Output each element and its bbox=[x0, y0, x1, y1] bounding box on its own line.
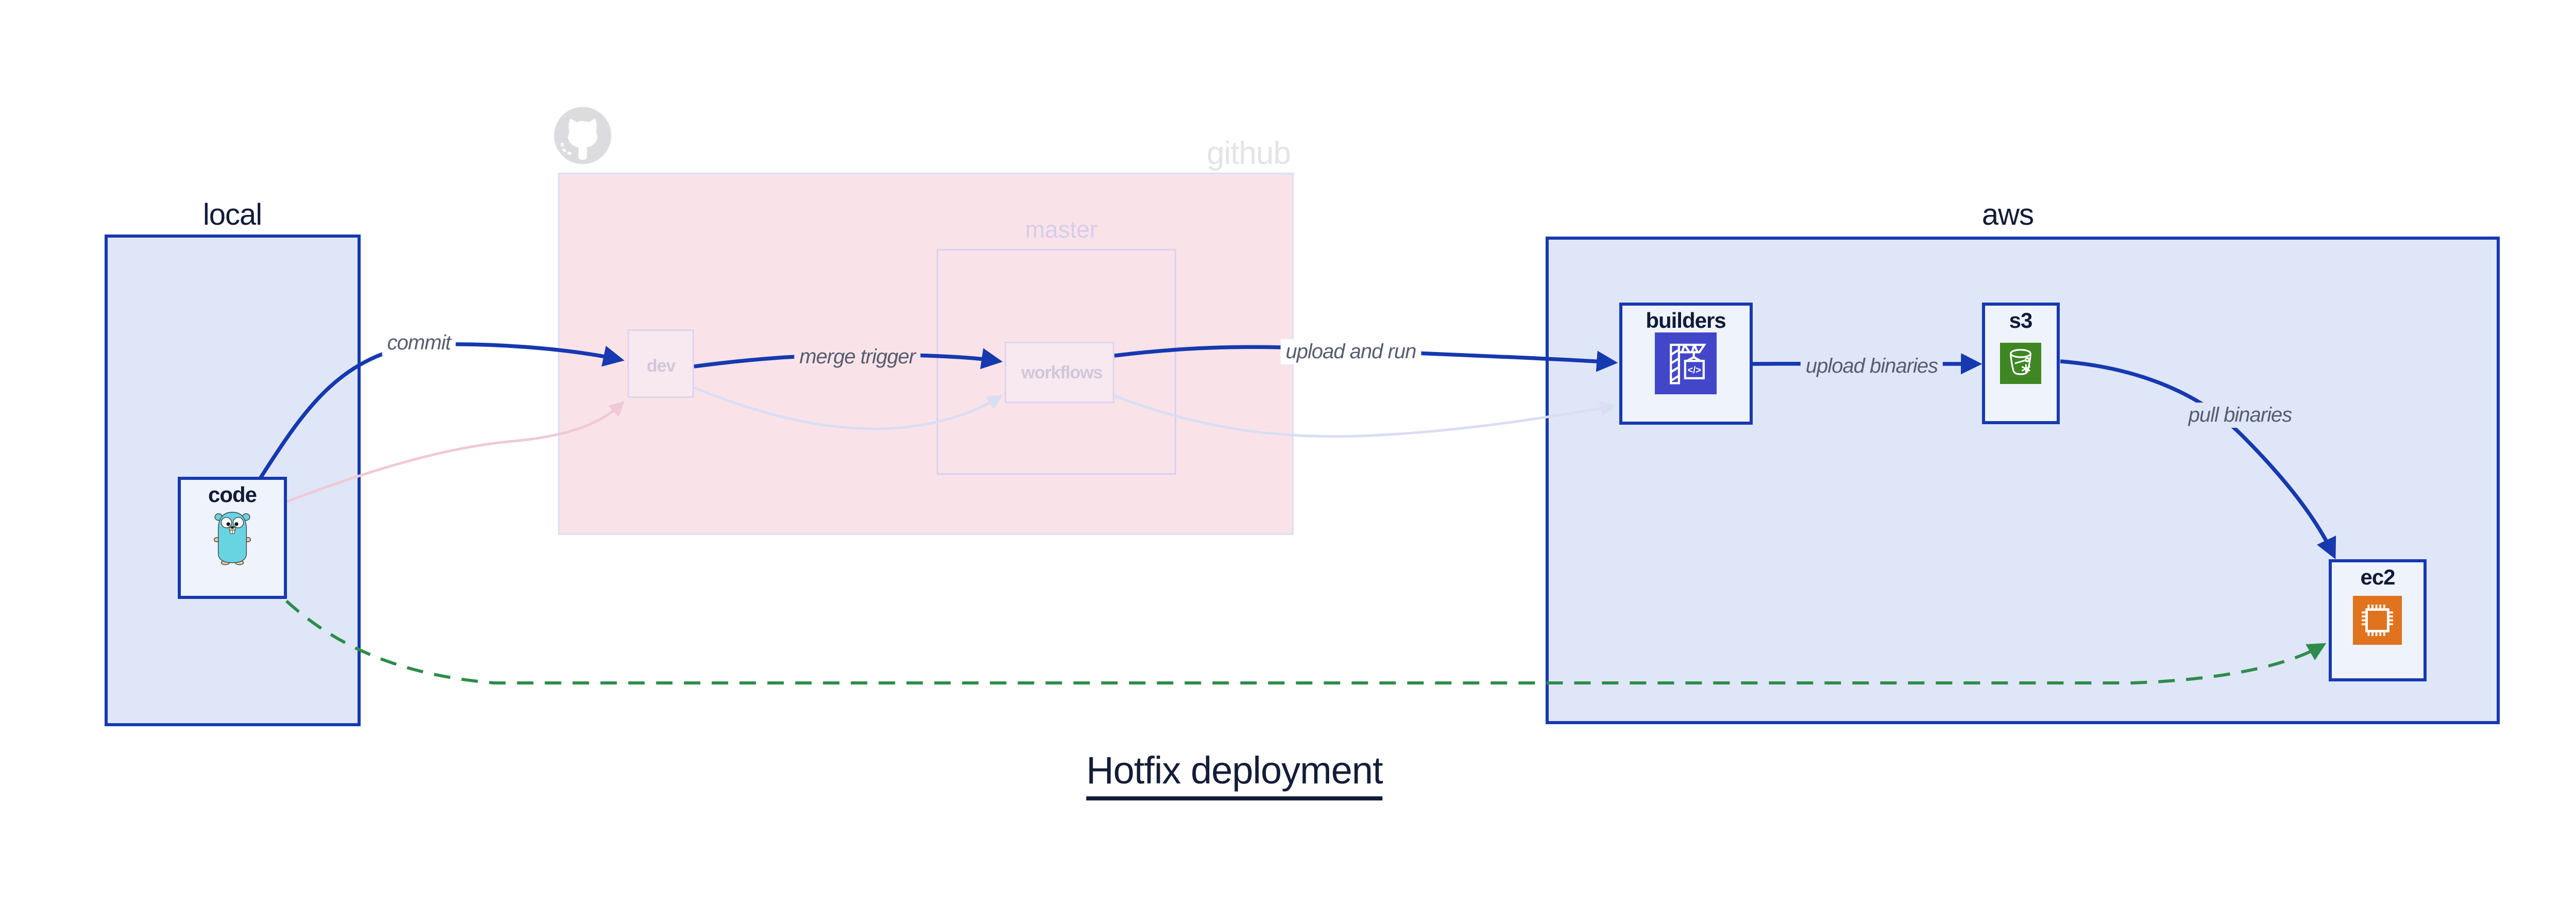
local-group-label: local bbox=[202, 198, 262, 231]
commit-edge-label: commit bbox=[382, 330, 456, 356]
merge-trigger-edge-label: merge trigger bbox=[794, 344, 921, 370]
ec2-node-label: ec2 bbox=[2360, 565, 2395, 589]
pull-binaries-edge-label: pull binaries bbox=[2183, 403, 2297, 428]
edge-workflows-builders-faded bbox=[1114, 394, 1616, 438]
dev-node-label: dev bbox=[647, 356, 676, 376]
edge-pull-binaries bbox=[2060, 359, 2336, 560]
workflows-node-label: workflows bbox=[1021, 363, 1103, 382]
aws-group-label: aws bbox=[1981, 198, 2034, 231]
edge-hotfix-dashed bbox=[285, 599, 2327, 684]
node-dev bbox=[628, 329, 694, 398]
master-branch-label: master bbox=[1025, 216, 1098, 243]
edge-commit bbox=[258, 342, 625, 480]
ec2-chip-icon bbox=[2353, 596, 2402, 645]
svg-text:</>: </> bbox=[1688, 365, 1701, 375]
s3-node-label: s3 bbox=[2009, 308, 2033, 332]
node-workflows bbox=[1005, 342, 1114, 403]
github-octocat-icon bbox=[554, 107, 612, 164]
diagram-title: Hotfix deployment bbox=[1086, 748, 1383, 800]
builders-node-label: builders bbox=[1646, 308, 1726, 332]
go-gopher-icon bbox=[214, 512, 251, 565]
upload-and-run-edge-label: upload and run bbox=[1280, 339, 1421, 364]
github-group-label: github bbox=[1207, 136, 1291, 171]
upload-binaries-edge-label: upload binaries bbox=[1800, 354, 1943, 379]
edge-dev-workflows-faded bbox=[693, 386, 1003, 430]
code-node-label: code bbox=[208, 482, 257, 507]
edge-code-dev-faded bbox=[286, 400, 625, 503]
s3-bucket-icon bbox=[2000, 343, 2041, 384]
codebuild-icon: </> bbox=[1655, 332, 1717, 394]
master-branch-box bbox=[937, 249, 1176, 475]
